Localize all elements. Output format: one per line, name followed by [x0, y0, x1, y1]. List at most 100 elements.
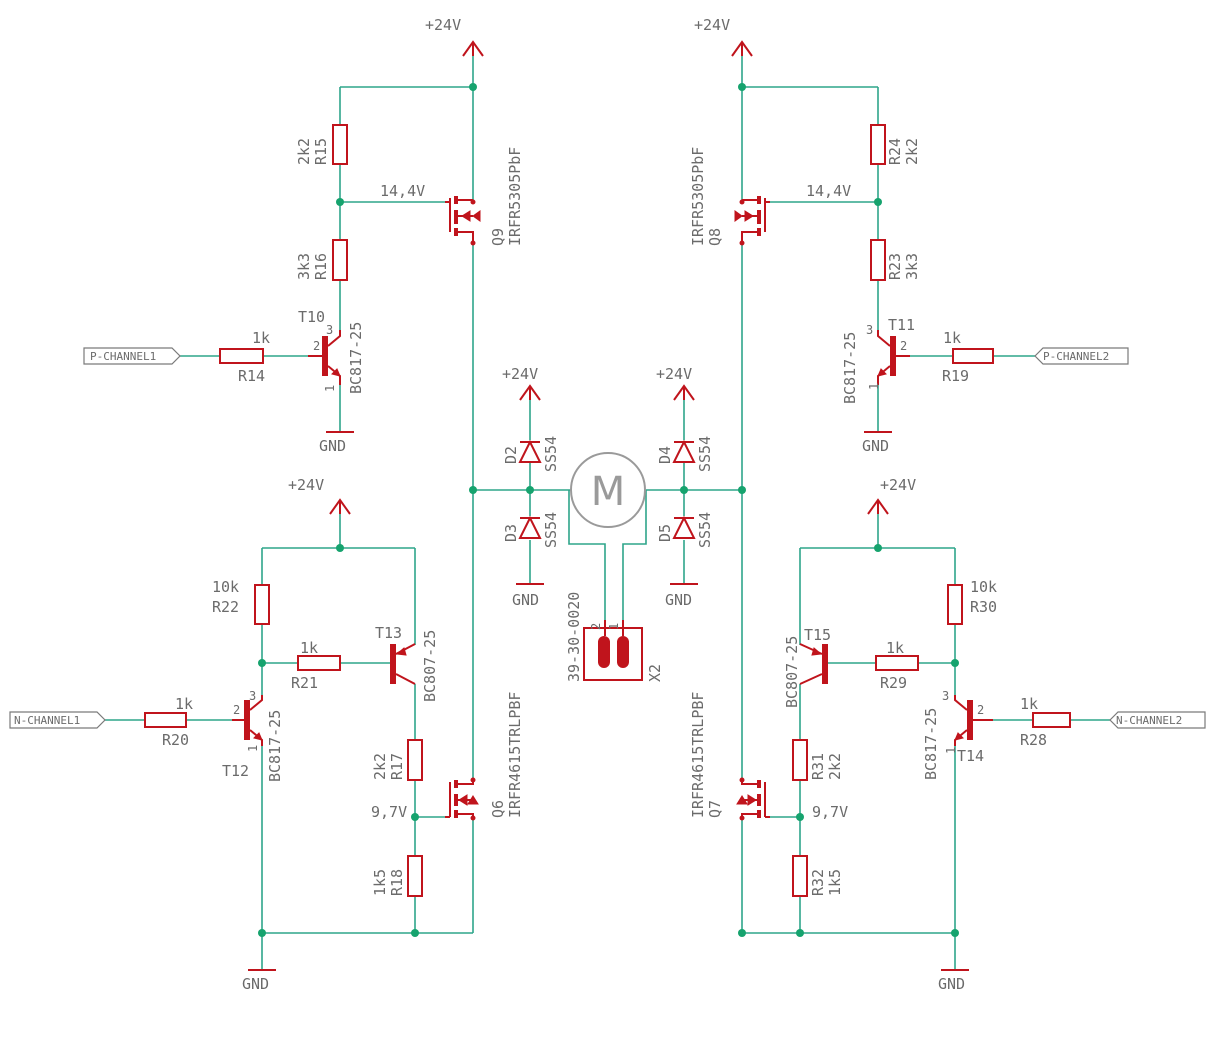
pin-number: 1	[246, 745, 260, 752]
resistor-r24[interactable]: R24 2k2	[870, 124, 921, 165]
supply-24v-bottom-left: +24V	[288, 476, 351, 515]
mosfet-value: IRFR4615TRLPBF	[506, 692, 524, 818]
connector-x2[interactable]: 2 1 39-30-0020 X2	[565, 592, 664, 682]
pin-number: 1	[607, 623, 621, 630]
resistor-name: R23	[886, 253, 904, 280]
transistor-name: T14	[957, 747, 984, 765]
resistor-value: 3k3	[903, 253, 921, 280]
resistor-r28[interactable]: 1k R28	[1020, 695, 1071, 749]
transistor-t12[interactable]: 2 3 1 T12 BC817-25	[222, 689, 284, 782]
resistor-r21[interactable]: 1k R21	[291, 639, 341, 692]
mosfet-q7[interactable]: IRFR4615TRLPBF Q7	[689, 692, 770, 821]
gnd-label: GND	[319, 437, 346, 455]
transistor-t15[interactable]: T15 BC807-25	[783, 626, 831, 708]
transistor-name: T13	[375, 624, 402, 642]
mosfet-name: Q6	[489, 800, 507, 818]
transistor-t13[interactable]: T13 BC807-25	[375, 624, 439, 702]
transistor-value: BC817-25	[922, 708, 940, 780]
resistor-r31[interactable]: R31 2k2	[792, 739, 844, 781]
mosfet-value: IRFR5305PbF	[689, 147, 707, 246]
net-label-n-channel2[interactable]: N-CHANNEL2	[1109, 711, 1206, 729]
pin-number: 3	[249, 689, 256, 703]
connector-name: X2	[646, 664, 664, 682]
resistor-name: R21	[291, 674, 318, 692]
resistor-name: R29	[880, 674, 907, 692]
supply-label: +24V	[880, 476, 916, 494]
mosfet-q9[interactable]: Q9 IRFR5305PbF	[445, 147, 524, 246]
resistor-r22[interactable]: 10k R22	[212, 578, 270, 625]
resistor-name: R19	[942, 367, 969, 385]
diode-d2[interactable]: D2 SS54	[502, 436, 560, 472]
resistor-value: 1k	[943, 329, 961, 347]
net-label-text: N-CHANNEL1	[14, 714, 80, 727]
gnd-label: GND	[512, 591, 539, 609]
resistor-r18[interactable]: 1k5 R18	[371, 855, 423, 897]
motor[interactable]: M	[570, 452, 646, 528]
transistor-t11[interactable]: 2 3 1 T11 BC817-25	[841, 316, 915, 404]
supply-label: +24V	[288, 476, 324, 494]
mosfet-q6[interactable]: Q6 IRFR4615TRLPBF	[445, 692, 524, 821]
net-label-p-channel1[interactable]: P-CHANNEL1	[83, 347, 181, 365]
transistor-value: BC817-25	[841, 332, 859, 404]
gnd-bottom-right: GND	[938, 969, 969, 993]
supply-label: +24V	[502, 365, 538, 383]
diode-value: SS54	[696, 436, 714, 472]
diode-name: D4	[656, 446, 674, 464]
resistor-r14[interactable]: 1k R14	[219, 329, 270, 385]
junctions	[258, 83, 959, 937]
resistor-value: 1k	[886, 639, 904, 657]
diode-value: SS54	[696, 512, 714, 548]
gnd-label: GND	[665, 591, 692, 609]
resistor-name: R31	[809, 753, 827, 780]
voltage-label-9v7-right: 9,7V	[812, 803, 848, 821]
resistor-r19[interactable]: 1k R19	[942, 329, 994, 385]
voltage-label-9v7-left: 9,7V	[371, 803, 407, 821]
gnd-t10: GND	[319, 431, 354, 455]
resistor-r15[interactable]: 2k2 R15	[295, 124, 348, 165]
diode-d5[interactable]: D5 SS54	[656, 512, 714, 548]
resistor-name: R15	[312, 138, 330, 165]
gnd-t11: GND	[862, 431, 892, 455]
resistor-name: R17	[388, 753, 406, 780]
mosfet-name: Q7	[706, 800, 724, 818]
pin-number: 2	[589, 623, 603, 630]
mosfet-name: Q9	[489, 228, 507, 246]
resistor-r20[interactable]: 1k R20	[144, 695, 193, 749]
pin-number: 2	[313, 339, 320, 353]
resistor-value: 1k5	[371, 869, 389, 896]
resistor-name: R22	[212, 598, 239, 616]
resistor-value: 1k	[300, 639, 318, 657]
transistor-t14[interactable]: 2 3 1 T14 BC817-25	[922, 689, 993, 780]
transistor-value: BC817-25	[266, 710, 284, 782]
pin-number: 2	[233, 703, 240, 717]
mosfet-value: IRFR4615TRLPBF	[689, 692, 707, 818]
diode-name: D3	[502, 524, 520, 542]
transistor-t10[interactable]: 2 3 1 T10 BC817-25	[298, 308, 365, 394]
pin-number: 2	[900, 339, 907, 353]
diode-value: SS54	[542, 436, 560, 472]
resistor-value: 1k	[252, 329, 270, 347]
resistor-name: R20	[162, 731, 189, 749]
resistor-r29[interactable]: 1k R29	[875, 639, 919, 692]
resistor-r32[interactable]: R32 1k5	[792, 855, 844, 897]
resistor-r16[interactable]: 3k3 R16	[295, 239, 348, 281]
net-label-n-channel1[interactable]: N-CHANNEL1	[9, 711, 106, 729]
resistor-name: R14	[238, 367, 265, 385]
diode-d3[interactable]: D3 SS54	[502, 512, 560, 548]
mosfet-value: IRFR5305PbF	[506, 147, 524, 246]
resistor-r17[interactable]: 2k2 R17	[371, 739, 423, 781]
transistor-value: BC807-25	[783, 636, 801, 708]
mosfet-q8[interactable]: IRFR5305PbF Q8	[689, 147, 770, 246]
resistor-value: 10k	[212, 578, 239, 596]
supply-24v-bottom-right: +24V	[867, 476, 916, 515]
resistor-r23[interactable]: R23 3k3	[870, 239, 921, 281]
pin-number: 3	[866, 323, 873, 337]
diode-d4[interactable]: D4 SS54	[656, 436, 714, 472]
gnd-d5: GND	[665, 583, 698, 609]
pin-number: 1	[867, 383, 881, 390]
net-label-p-channel2[interactable]: P-CHANNEL2	[1034, 347, 1129, 365]
net-label-text: P-CHANNEL2	[1043, 350, 1109, 363]
resistor-r30[interactable]: 10k R30	[947, 578, 997, 625]
resistor-value: 2k2	[903, 138, 921, 165]
